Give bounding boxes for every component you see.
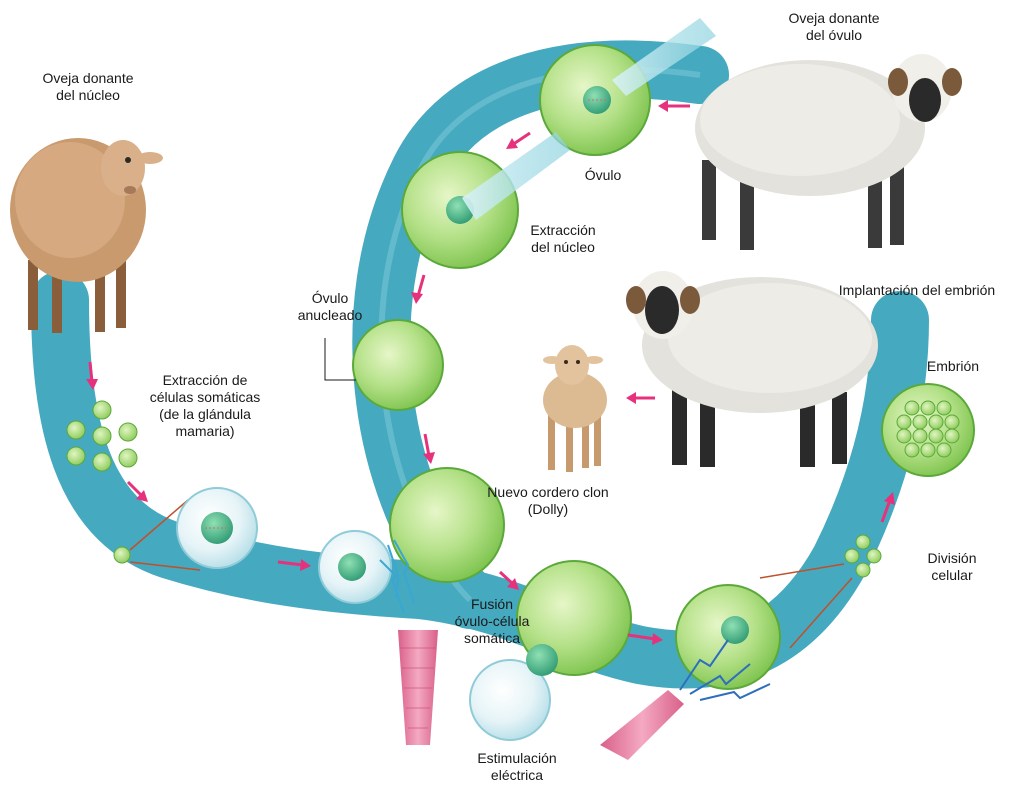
ovum-icon <box>353 320 443 410</box>
label-somatic-extraction: Extracción de células somáticas (de la g… <box>135 372 275 440</box>
leader-line <box>325 338 356 380</box>
electrode-icon <box>600 690 684 760</box>
label-nucleus-donor: Oveja donante del núcleo <box>28 70 148 104</box>
ovum-icon <box>402 152 518 268</box>
label-cell-division: División celular <box>912 550 992 584</box>
embryo-icon <box>882 384 974 476</box>
arrow-icon <box>626 392 655 404</box>
label-electric-stimulation: Estimulación eléctrica <box>462 750 572 784</box>
label-implantation: Implantación del embrión <box>828 282 1006 299</box>
label-ovum: Óvulo <box>578 167 628 184</box>
label-nucleus-extraction: Extracción del núcleo <box>518 222 608 256</box>
electrode-icon <box>398 630 438 745</box>
label-new-lamb: Nuevo cordero clon (Dolly) <box>468 484 628 518</box>
sheep-blackface-icon <box>626 271 878 467</box>
label-egg-donor: Oveja donante del óvulo <box>774 10 894 44</box>
arrow-icon <box>506 133 530 149</box>
label-fusion: Fusión óvulo-célula somática <box>442 596 542 647</box>
sheep-blackface-icon <box>695 54 962 250</box>
somatic-cell-in-field <box>319 531 391 603</box>
label-enucleated-ovum: Óvulo anucleado <box>290 290 370 324</box>
fusion-cell <box>470 644 558 740</box>
lamb-icon <box>543 345 607 472</box>
label-embryo: Embrión <box>918 358 988 375</box>
